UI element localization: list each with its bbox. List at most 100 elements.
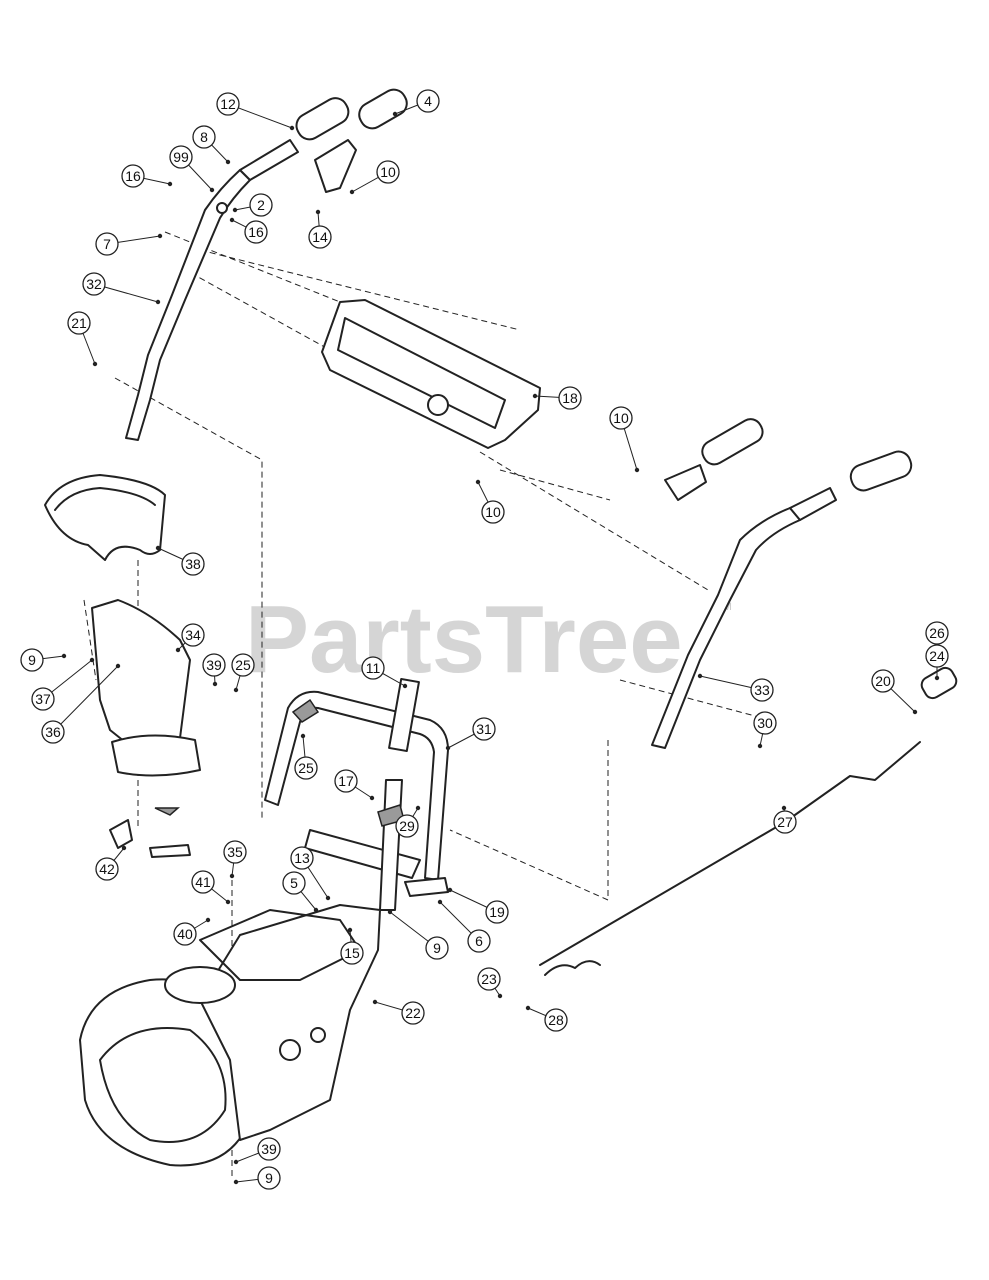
callout-target-21 [233, 687, 239, 693]
callout-26: 26 [925, 621, 949, 645]
callout-label: 9 [28, 652, 36, 668]
callout-target-29 [300, 733, 306, 739]
callout-target-33 [121, 845, 127, 851]
callout-label: 6 [475, 933, 483, 949]
callout-target-46 [233, 1159, 239, 1165]
callout-target-37 [313, 907, 319, 913]
callout-label: 4 [424, 93, 432, 109]
callout-label: 5 [290, 875, 298, 891]
callout-label: 25 [298, 760, 314, 776]
callout-12: 12 [216, 92, 240, 116]
callout-circle [257, 1137, 281, 1161]
callout-circle [376, 160, 400, 184]
callout-target-0 [289, 125, 295, 131]
callout-circle [477, 967, 501, 991]
callout-circle [282, 871, 306, 895]
callout-label: 14 [312, 229, 328, 245]
callout-label: 13 [294, 850, 310, 866]
callout-target-6 [349, 189, 355, 195]
callout-target-38 [447, 887, 453, 893]
callout-label: 25 [235, 657, 251, 673]
callout-28: 28 [544, 1008, 568, 1032]
callout-label: 9 [433, 940, 441, 956]
callout-label: 39 [206, 657, 222, 673]
callout-target-3 [209, 187, 215, 193]
callout-41: 41 [191, 870, 215, 894]
callout-label: 40 [177, 926, 193, 942]
callout-5: 5 [282, 871, 306, 895]
callout-10: 10 [481, 500, 505, 524]
callout-target-32 [781, 805, 787, 811]
callout-circle [31, 687, 55, 711]
callout-label: 42 [99, 861, 115, 877]
callout-circle [753, 711, 777, 735]
callout-circle [244, 220, 268, 244]
callout-circle [95, 857, 119, 881]
callout-label: 23 [481, 971, 497, 987]
callout-label: 30 [757, 715, 773, 731]
callout-circle [925, 644, 949, 668]
callout-13: 13 [290, 846, 314, 870]
callout-target-42 [437, 899, 443, 905]
callout-32: 32 [82, 272, 106, 296]
callout-label: 35 [227, 844, 243, 860]
callout-circle [192, 125, 216, 149]
callout-39: 39 [257, 1137, 281, 1161]
callout-circle [290, 846, 314, 870]
callout-target-14 [475, 479, 481, 485]
callout-target-1 [392, 111, 398, 117]
assembly-lines [83, 231, 771, 1180]
callout-37: 37 [31, 687, 55, 711]
callout-label: 12 [220, 96, 236, 112]
callout-30: 30 [753, 711, 777, 735]
callout-target-39 [205, 917, 211, 923]
callout-label: 9 [265, 1170, 273, 1186]
callout-target-15 [155, 545, 161, 551]
callout-circle [395, 814, 419, 838]
callout-circle [481, 500, 505, 524]
callout-circle [294, 756, 318, 780]
callout-circle [485, 900, 509, 924]
callout-target-17 [61, 653, 67, 659]
callout-target-12 [532, 393, 538, 399]
control-panel [321, 299, 541, 449]
callout-circle [425, 936, 449, 960]
callout-35: 35 [223, 840, 247, 864]
callout-11: 11 [361, 656, 385, 680]
callout-label: 31 [476, 721, 492, 737]
callout-label: 41 [195, 874, 211, 890]
callout-label: 99 [173, 149, 189, 165]
callout-target-20 [212, 681, 218, 687]
callout-target-19 [115, 663, 121, 669]
callout-6: 6 [467, 929, 491, 953]
callout-label: 15 [344, 945, 360, 961]
callout-label: 29 [399, 818, 415, 834]
callout-4: 4 [416, 89, 440, 113]
callout-label: 36 [45, 724, 61, 740]
callout-circle [401, 1001, 425, 1025]
callout-23: 23 [477, 967, 501, 991]
callout-label: 28 [548, 1012, 564, 1028]
callout-circle [871, 669, 895, 693]
callout-target-8 [157, 233, 163, 239]
callout-circle [216, 92, 240, 116]
callout-label: 19 [489, 904, 505, 920]
callout-label: 10 [613, 410, 629, 426]
callout-39: 39 [202, 653, 226, 677]
callout-target-18 [89, 657, 95, 663]
callout-circle [95, 232, 119, 256]
callout-label: 11 [366, 660, 381, 676]
callout-label: 2 [257, 197, 265, 213]
callout-leader-19 [52, 665, 119, 733]
callout-14: 14 [308, 225, 332, 249]
callout-10: 10 [376, 160, 400, 184]
callout-34: 34 [181, 623, 205, 647]
callout-target-4 [167, 181, 173, 187]
callout-17: 17 [334, 769, 358, 793]
auger-housing [79, 904, 381, 1167]
callout-label: 39 [261, 1141, 277, 1157]
callout-target-23 [445, 745, 451, 751]
callout-label: 34 [185, 627, 201, 643]
callout-8: 8 [192, 125, 216, 149]
